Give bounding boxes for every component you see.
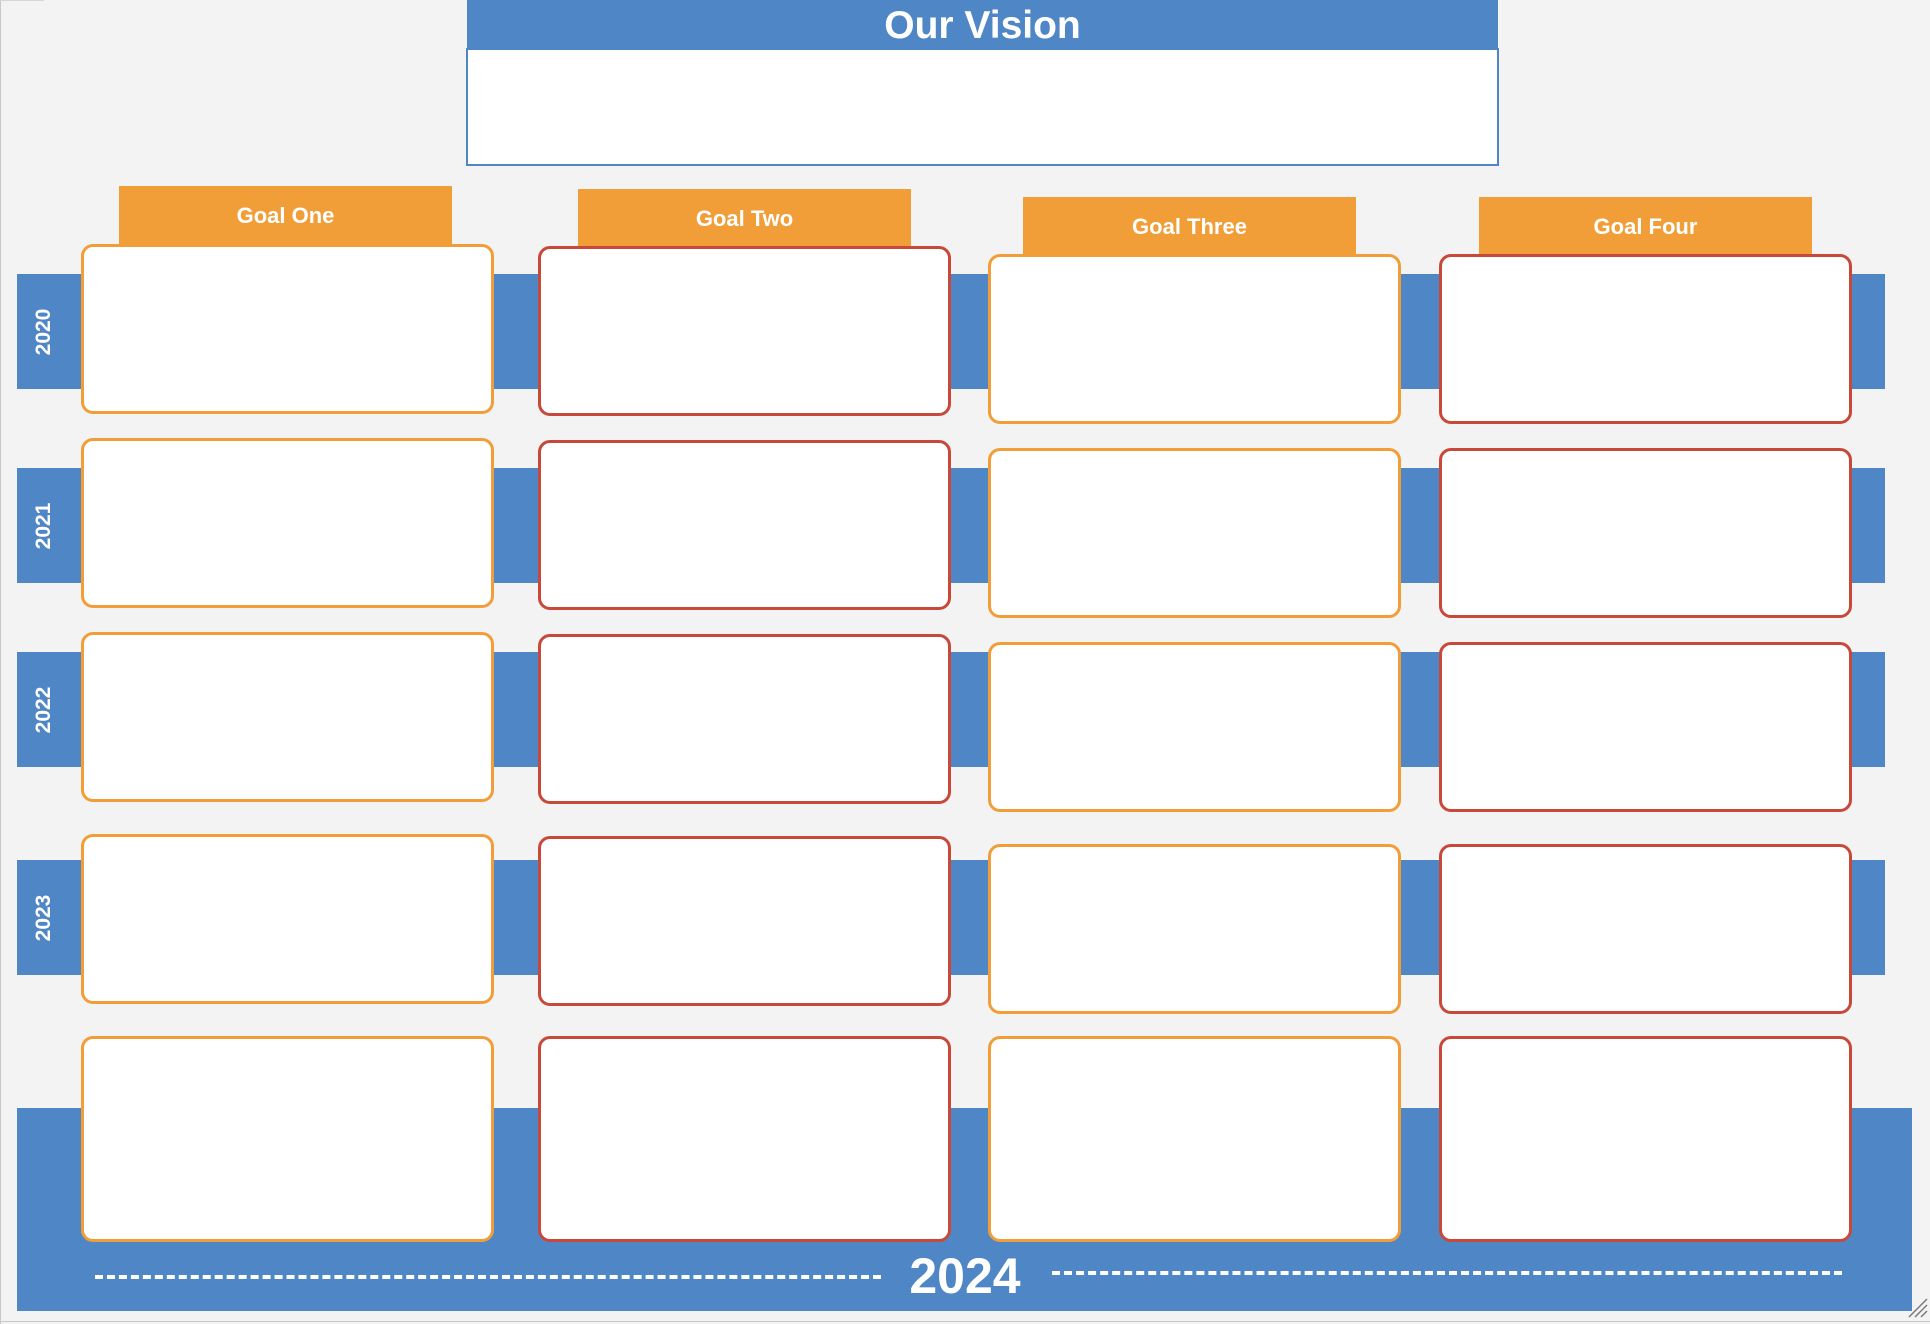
- cell-goal-two-2022[interactable]: [538, 634, 951, 804]
- year-label-2022: 2022: [32, 686, 55, 733]
- cell-goal-one-2024[interactable]: [81, 1036, 494, 1242]
- cell-goal-four-2021[interactable]: [1439, 448, 1852, 618]
- year-label-2024: 2024: [909, 1248, 1021, 1304]
- cell-goal-three-2023[interactable]: [988, 844, 1401, 1014]
- cell-goal-two-2021[interactable]: [538, 440, 951, 610]
- cell-goal-one-2020[interactable]: [81, 244, 494, 414]
- vision-text-box[interactable]: [466, 48, 1499, 166]
- cell-goal-two-2020[interactable]: [538, 246, 951, 416]
- canvas-border-left: [0, 0, 1, 1324]
- cell-goal-four-2020[interactable]: [1439, 254, 1852, 424]
- cell-goal-four-2024[interactable]: [1439, 1036, 1852, 1242]
- vision-title: Our Vision: [467, 0, 1498, 48]
- cell-goal-one-2021[interactable]: [81, 438, 494, 608]
- cell-goal-one-2023[interactable]: [81, 834, 494, 1004]
- cell-goal-three-2021[interactable]: [988, 448, 1401, 618]
- cell-goal-three-2022[interactable]: [988, 642, 1401, 812]
- canvas-border-bottom: [0, 1321, 1930, 1322]
- cell-goal-four-2023[interactable]: [1439, 844, 1852, 1014]
- cell-goal-three-2020[interactable]: [988, 254, 1401, 424]
- resize-grip-icon[interactable]: [1906, 1296, 1928, 1318]
- canvas-border-top: [0, 0, 44, 1]
- goal-tab-three: Goal Three: [1023, 197, 1356, 257]
- cell-goal-two-2024[interactable]: [538, 1036, 951, 1242]
- timeline-dash-left: [95, 1275, 881, 1279]
- goal-tab-four: Goal Four: [1479, 197, 1812, 257]
- year-label-2023: 2023: [32, 894, 55, 941]
- goal-tab-one: Goal One: [119, 186, 452, 246]
- cell-goal-two-2023[interactable]: [538, 836, 951, 1006]
- cell-goal-three-2024[interactable]: [988, 1036, 1401, 1242]
- year-label-2020: 2020: [32, 308, 55, 355]
- timeline-dash-right: [1052, 1271, 1842, 1275]
- cell-goal-one-2022[interactable]: [81, 632, 494, 802]
- year-label-2021: 2021: [32, 502, 55, 549]
- goal-tab-two: Goal Two: [578, 189, 911, 249]
- cell-goal-four-2022[interactable]: [1439, 642, 1852, 812]
